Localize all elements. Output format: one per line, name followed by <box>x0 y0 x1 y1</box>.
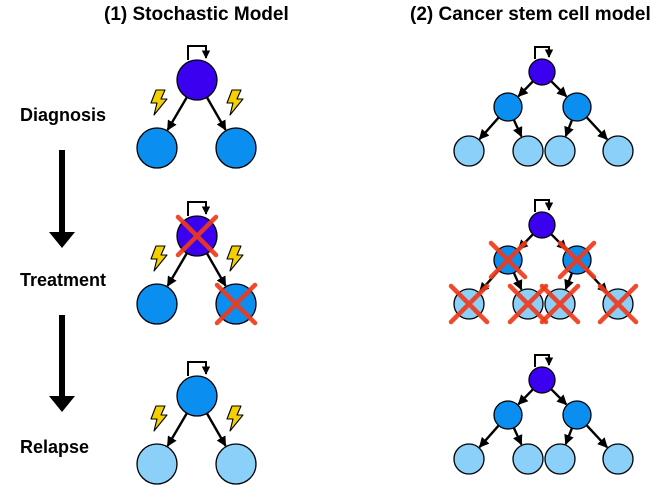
csc-differentiated-cell-1-3 <box>602 135 634 167</box>
stochastic-model-title: (1) Stochastic Model <box>104 4 289 25</box>
stochastic-child-cell-left-3 <box>136 443 178 485</box>
stochastic-arrow-right-2 <box>205 252 227 287</box>
red-cross-csc-progenitor-1 <box>557 240 597 280</box>
stage-label-relapse: Relapse <box>20 437 90 457</box>
red-cross-csc-differentiated-2 <box>539 283 581 325</box>
time-arrow-treatment-to-relapse-head <box>49 396 75 412</box>
csc-arrow-to-differentiated-3-3 <box>585 424 608 449</box>
csc-progenitor-cell-3-1 <box>562 400 592 430</box>
self-renewal-arrow-1 <box>187 45 211 60</box>
stochastic-arrow-left-2 <box>166 252 188 287</box>
lightning-icon-left-2 <box>150 245 168 272</box>
stochastic-parent-cell-1 <box>176 59 218 101</box>
cancer-stem-cell-model-title: (2) Cancer stem cell model <box>410 4 651 25</box>
time-arrow-diagnosis-to-treatment-head <box>49 232 75 248</box>
csc-arrow-to-progenitor-3-1 <box>550 388 568 406</box>
cancer-stem-cell-1 <box>528 58 556 86</box>
cancer-stem-cell-2 <box>528 211 556 239</box>
csc-progenitor-cell-3-0 <box>493 400 523 430</box>
csc-arrow-to-differentiated-1-0 <box>478 116 500 140</box>
csc-differentiated-cell-1-0 <box>453 135 485 167</box>
csc-arrow-to-differentiated-2-2 <box>564 272 574 291</box>
csc-arrow-to-differentiated-1-2 <box>564 119 574 138</box>
csc-differentiated-cell-1-1 <box>512 135 544 167</box>
lightning-icon-right-2 <box>226 245 244 272</box>
csc-arrow-to-differentiated-3-1 <box>512 427 523 446</box>
csc-self-renewal-arrow-2 <box>534 199 554 212</box>
csc-arrow-to-progenitor-3-0 <box>517 388 534 406</box>
csc-arrow-to-differentiated-1-3 <box>585 116 608 141</box>
stochastic-child-cell-left-2 <box>136 283 178 325</box>
red-cross-csc-differentiated-0 <box>448 283 490 325</box>
red-cross-csc-differentiated-1 <box>507 283 549 325</box>
red-cross-stochastic-right-2 <box>214 282 258 326</box>
csc-differentiated-cell-3-1 <box>512 443 544 475</box>
red-cross-stochastic-parent-2 <box>175 214 219 258</box>
csc-differentiated-cell-3-3 <box>602 443 634 475</box>
lightning-icon-right-1 <box>226 89 244 116</box>
csc-arrow-to-differentiated-1-1 <box>512 119 523 138</box>
red-cross-csc-progenitor-0 <box>488 240 528 280</box>
stage-label-treatment: Treatment <box>20 270 107 290</box>
csc-arrow-to-differentiated-3-0 <box>478 424 500 448</box>
lightning-icon-right-3 <box>226 405 244 432</box>
csc-differentiated-cell-3-2 <box>544 443 576 475</box>
csc-progenitor-cell-1-1 <box>562 92 592 122</box>
stochastic-child-cell-left-1 <box>136 127 178 169</box>
csc-self-renewal-arrow-1 <box>534 46 554 59</box>
self-renewal-arrow-3 <box>187 361 211 376</box>
self-renewal-arrow-2 <box>187 201 211 216</box>
lightning-icon-left-1 <box>150 89 168 116</box>
stochastic-arrow-right-3 <box>205 412 227 447</box>
stochastic-child-cell-right-1 <box>215 127 257 169</box>
csc-differentiated-cell-1-2 <box>544 135 576 167</box>
stochastic-arrow-left-1 <box>166 96 188 131</box>
csc-differentiated-cell-3-0 <box>453 443 485 475</box>
csc-arrow-to-differentiated-2-1 <box>512 272 523 291</box>
csc-self-renewal-arrow-3 <box>534 354 554 367</box>
lightning-icon-left-3 <box>150 405 168 432</box>
stage-label-diagnosis: Diagnosis <box>20 105 107 125</box>
stochastic-arrow-left-3 <box>166 412 188 447</box>
stochastic-child-cell-right-3 <box>215 443 257 485</box>
cancer-stem-cell-3 <box>528 366 556 394</box>
csc-progenitor-cell-1-0 <box>493 92 523 122</box>
csc-arrow-to-differentiated-3-2 <box>564 427 574 446</box>
csc-arrow-to-progenitor-1-0 <box>517 80 534 98</box>
stochastic-parent-cell-3 <box>176 375 218 417</box>
csc-arrow-to-progenitor-1-1 <box>550 80 568 98</box>
red-cross-csc-differentiated-3 <box>597 283 639 325</box>
stochastic-arrow-right-1 <box>205 96 227 131</box>
